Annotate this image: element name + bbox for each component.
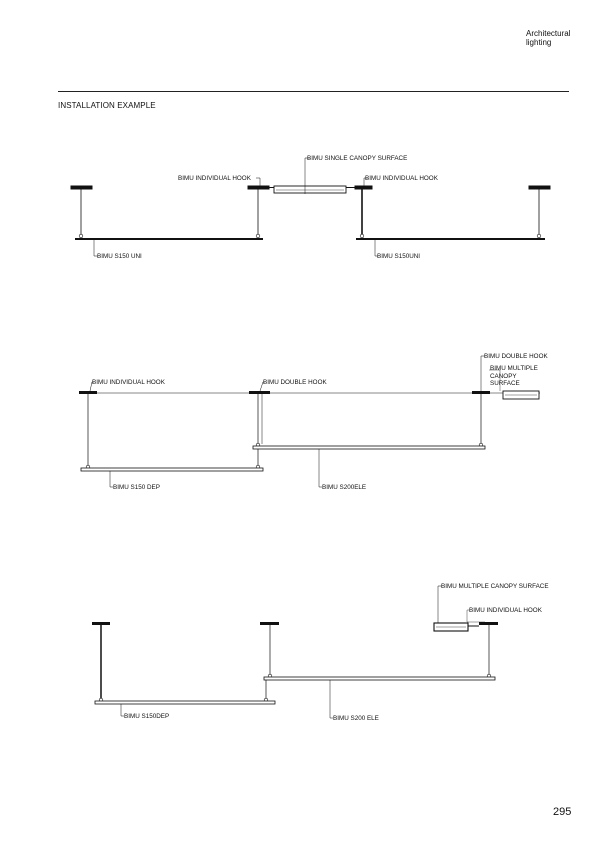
section-title: INSTALLATION EXAMPLE (58, 101, 156, 110)
page-number: 295 (553, 806, 572, 818)
leader-line (374, 240, 378, 257)
label-multiple-canopy-2: CANOPY (490, 373, 517, 380)
brand-line-1: Architectural (526, 29, 571, 38)
luminaire-s200-ele (252, 445, 486, 450)
ceiling-plate (70, 185, 93, 190)
luminaire-s150-dep (94, 700, 276, 705)
label-single-canopy: BIMU SINGLE CANOPY SURFACE (307, 155, 407, 162)
label-lum-right: BIMU S150UNI (377, 253, 420, 260)
leader-line (318, 449, 322, 488)
leader-line (259, 381, 265, 392)
label-multiple-canopy-1: BIMU MULTIPLE (490, 365, 538, 372)
ceiling-plate (479, 622, 498, 625)
diagram-2-labels: BIMU INDIVIDUAL HOOK BIMU DOUBLE HOOK BI… (92, 353, 548, 491)
label-multiple-canopy: BIMU MULTIPLE CANOPY SURFACE (441, 583, 549, 590)
ceiling-plate (528, 185, 551, 190)
ceiling-plate (260, 622, 279, 625)
label-lum-right: BIMU S200ELE (322, 484, 366, 491)
ceiling-plate (354, 185, 373, 190)
diagram-1-labels: BIMU SINGLE CANOPY SURFACE BIMU INDIVIDU… (97, 155, 439, 260)
label-lum-right: BIMU S200 ELE (333, 715, 379, 722)
ceiling-plate (247, 185, 270, 190)
leader-line (89, 381, 94, 392)
leader-line (480, 355, 485, 391)
label-double-hook-mid: BIMU DOUBLE HOOK (263, 379, 327, 386)
double-hook-plate (249, 391, 270, 394)
luminaire-s150-uni-left (75, 238, 263, 240)
label-individual-hook: BIMU INDIVIDUAL HOOK (469, 607, 543, 614)
diagram-3 (92, 585, 498, 719)
leader-line (466, 609, 485, 623)
leader-line (437, 585, 442, 623)
label-lum-left: BIMU S150DEP (124, 713, 169, 720)
double-hook-plate (472, 391, 490, 394)
label-lum-left: BIMU S150 UNI (97, 253, 142, 260)
diagram-3-labels: BIMU MULTIPLE CANOPY SURFACE BIMU INDIVI… (124, 583, 549, 722)
cable-clamp (359, 233, 365, 239)
leader-line (93, 240, 98, 257)
leader-line (304, 157, 310, 194)
leader-line (359, 177, 368, 187)
luminaire-s200-ele (263, 676, 496, 681)
ceiling-plate (92, 622, 110, 625)
label-hook-right: BIMU INDIVIDUAL HOOK (365, 175, 439, 182)
single-canopy (273, 185, 347, 194)
ceiling-plate (79, 391, 97, 394)
diagram-2 (79, 355, 540, 488)
cable-clamp (536, 233, 542, 239)
brand-line-2: lighting (526, 38, 552, 47)
leader-line (120, 704, 124, 717)
leader-line (329, 680, 333, 719)
cable-clamp (255, 233, 261, 239)
label-hook-left: BIMU INDIVIDUAL HOOK (178, 175, 252, 182)
label-multiple-canopy-3: SURFACE (490, 380, 520, 387)
luminaire-s150-dep (80, 467, 264, 472)
label-individual-hook: BIMU INDIVIDUAL HOOK (92, 379, 166, 386)
diagram-1 (70, 157, 551, 257)
label-lum-left: BIMU S150 DEP (113, 484, 160, 491)
leader-line (254, 177, 261, 187)
cable-clamp (78, 233, 84, 239)
leader-line (109, 471, 113, 488)
luminaire-s150-uni-right (356, 238, 545, 240)
brand-header: Architectural lighting (526, 29, 570, 47)
label-double-hook-right: BIMU DOUBLE HOOK (484, 353, 548, 360)
leader-line (489, 369, 501, 391)
header-rule (58, 91, 569, 92)
